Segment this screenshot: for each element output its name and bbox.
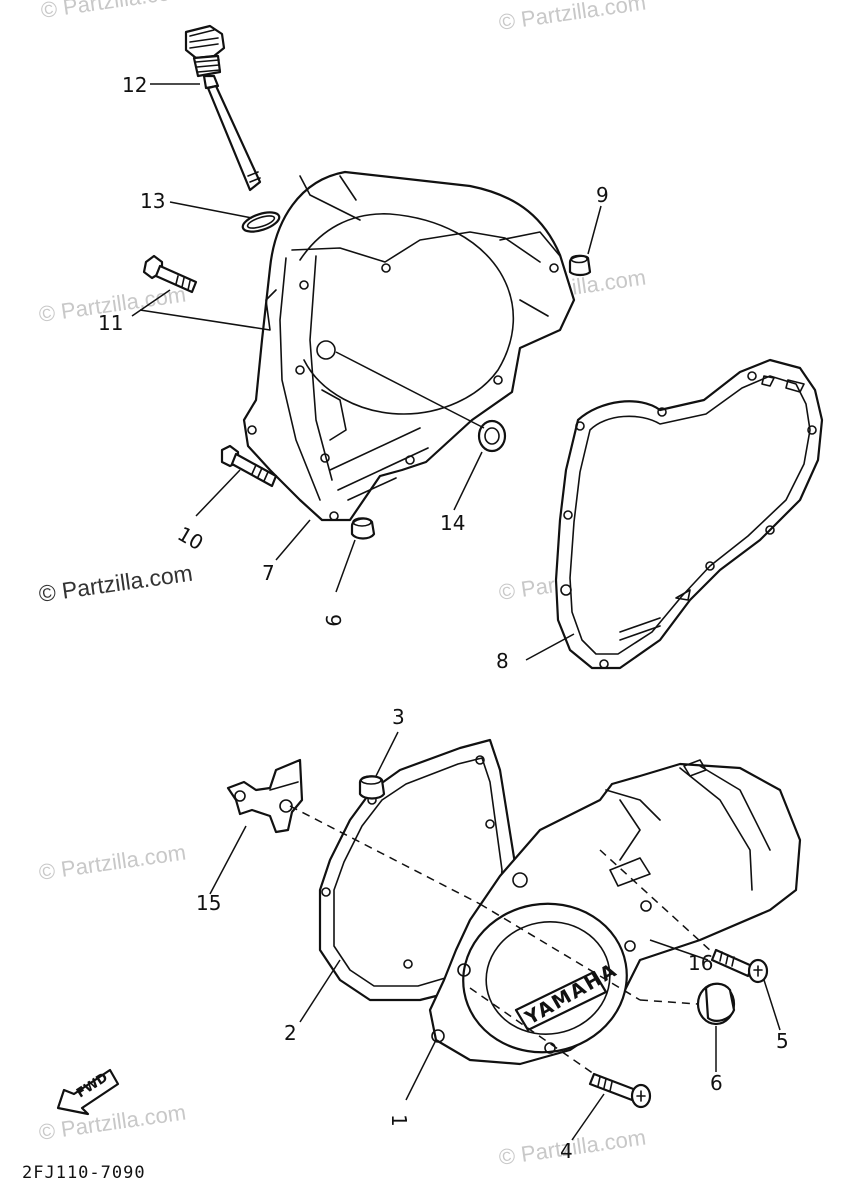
leader-lines: [131, 83, 781, 1141]
callout-15: 15: [196, 891, 221, 915]
callout-3: 3: [392, 705, 405, 729]
dowel-pin-part-9-lower: [350, 517, 376, 540]
crankcase-cover-part-7: [242, 170, 576, 522]
o-ring-part-13: [241, 211, 281, 233]
gasket-part-8: [554, 358, 824, 670]
callout-8: 8: [496, 649, 509, 673]
callout-7: 7: [262, 561, 275, 585]
diagram-code: 2FJ110-7090: [22, 1163, 146, 1183]
watermark-top-left: © Partzilla.com: [39, 0, 189, 23]
watermark-top-right: © Partzilla.com: [497, 0, 647, 35]
dowel-pin-part-9-upper: [568, 254, 592, 277]
fwd-arrow: FWD: [56, 1068, 120, 1116]
screw-part-5: [710, 948, 769, 984]
callout-9-upper: 9: [596, 183, 609, 207]
callout-1: 1: [387, 1114, 411, 1127]
watermark-lower-left: © Partzilla.com: [37, 840, 187, 885]
bolt-part-11: [142, 254, 198, 294]
plug-part-6: [696, 982, 736, 1026]
screw-part-4: [588, 1072, 652, 1109]
callout-13: 13: [140, 189, 165, 213]
callout-2: 2: [284, 1021, 297, 1045]
callout-5: 5: [776, 1029, 789, 1053]
callout-10: 10: [174, 522, 208, 556]
callout-4: 4: [560, 1139, 573, 1163]
callout-9-lower: 9: [321, 614, 345, 627]
bracket-part-15: [226, 758, 304, 834]
watermark-main: © Partzilla.com: [37, 560, 194, 607]
callout-12: 12: [122, 73, 147, 97]
callout-16: 16: [688, 951, 713, 975]
oil-seal-part-14: [477, 419, 507, 453]
dowel-part-3: [358, 775, 386, 800]
crankcase-cover-part-1: YAMAHA: [428, 759, 802, 1066]
callout-6: 6: [710, 1071, 723, 1095]
callout-14: 14: [440, 511, 465, 535]
dipstick-part-12: [184, 24, 262, 192]
callout-11: 11: [98, 311, 123, 335]
bolt-part-10: [220, 444, 278, 488]
